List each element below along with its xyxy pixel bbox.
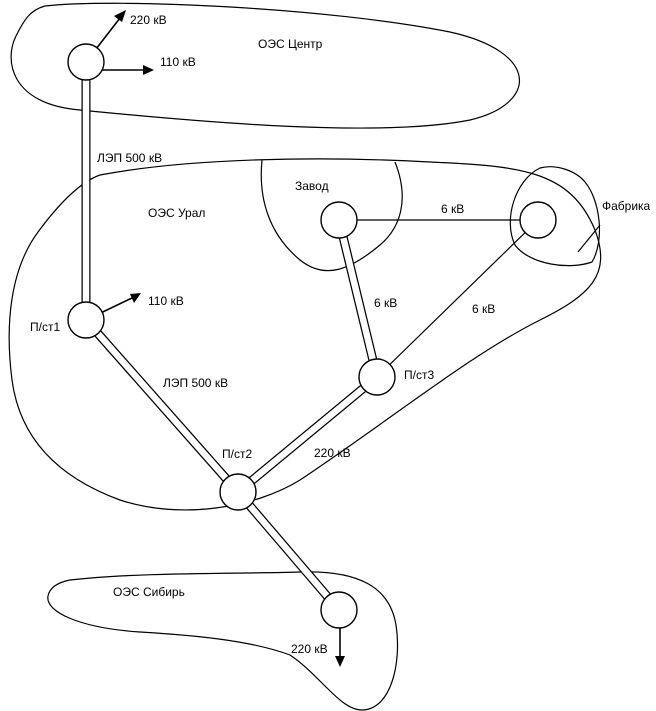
- line-ps1-ps2: [82, 317, 242, 495]
- region-oes-siberia: [47, 571, 399, 711]
- node-center: [67, 43, 105, 81]
- node-ps2: [219, 473, 257, 511]
- node-siberia: [320, 591, 358, 629]
- region-oes-center: [10, 2, 521, 129]
- label-siberia-220: 220 кВ: [291, 642, 328, 656]
- node-plant: [320, 201, 358, 239]
- label-line-factory-ps3: 6 кВ: [472, 302, 495, 316]
- label-oes-ural: ОЭС Урал: [148, 206, 205, 220]
- factory-leader-line: [577, 224, 601, 253]
- label-oes-siberia: ОЭС Сибирь: [113, 585, 185, 599]
- label-line-plant-ps3: 6 кВ: [374, 296, 397, 310]
- line-ps2-ps3: [235, 373, 380, 496]
- label-line-ps2-ps3: 220 кВ: [314, 446, 351, 460]
- label-ps1-110: 110 кВ: [148, 294, 184, 308]
- region-factory: [509, 166, 601, 267]
- line-factory-ps3: [376, 219, 539, 378]
- node-ps1: [67, 301, 105, 339]
- label-ps1: П/ст1: [30, 320, 60, 334]
- label-ps3: П/ст3: [404, 368, 434, 382]
- label-plant: Завод: [295, 179, 329, 193]
- label-factory: Фабрика: [602, 199, 651, 213]
- label-center-220: 220 кВ: [130, 13, 167, 27]
- label-oes-center: ОЭС Центр: [258, 37, 323, 51]
- label-line-center-ps1: ЛЭП 500 кВ: [97, 151, 162, 165]
- label-line-ps1-ps2: ЛЭП 500 кВ: [163, 376, 228, 390]
- line-ps2-siberia: [234, 489, 343, 613]
- region-oes-ural: [8, 158, 602, 511]
- label-ps2: П/ст2: [222, 447, 252, 461]
- region-plant: [260, 159, 403, 272]
- line-plant-ps3: [334, 218, 382, 379]
- label-center-110: 110 кВ: [160, 55, 196, 69]
- node-factory: [519, 201, 557, 239]
- label-line-plant-factory: 6 кВ: [441, 202, 464, 216]
- node-ps3: [358, 358, 396, 396]
